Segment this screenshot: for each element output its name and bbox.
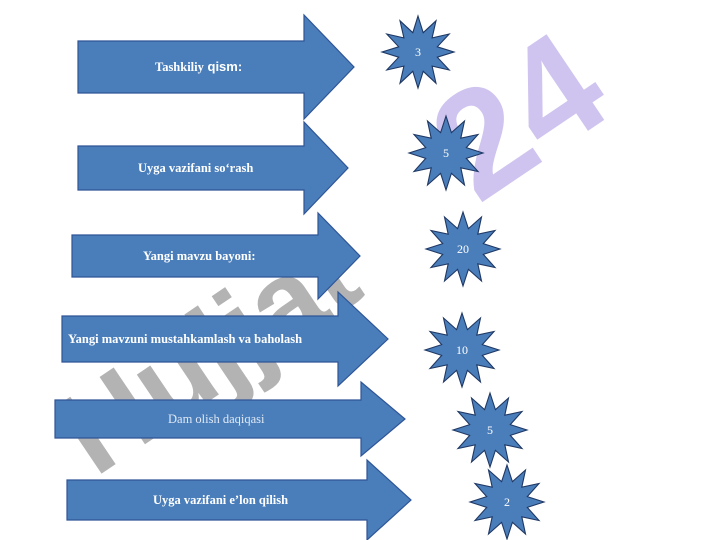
star-icon	[468, 463, 546, 540]
step-label: Uyga vazifani e’lon qilish	[153, 493, 288, 507]
time-badge: 2	[468, 463, 546, 540]
time-stars: 3 5 20 10 5 2	[380, 14, 546, 540]
arrow-shape	[71, 211, 361, 301]
watermark-number: 24	[402, 0, 634, 232]
minutes-label: 5	[443, 146, 449, 160]
step-label: Yangi mavzu bayoni:	[143, 249, 256, 263]
step-arrow: Tashkiliy qism:	[77, 13, 355, 121]
time-badge: 5	[451, 391, 529, 469]
arrow-shape	[54, 380, 406, 458]
arrow-shape	[66, 458, 412, 540]
step-arrow: Yangi mavzuni mustahkamlash va baholash	[61, 290, 389, 388]
minutes-label: 2	[504, 495, 510, 509]
time-badge: 20	[424, 210, 502, 288]
step-label: Tashkiliy qism:	[155, 59, 242, 74]
step-arrow: Uyga vazifani so‘rash	[77, 120, 349, 216]
minutes-label: 20	[457, 242, 469, 256]
time-badge: 10	[423, 311, 501, 389]
step-arrow: Yangi mavzu bayoni:	[71, 211, 361, 301]
step-label: Yangi mavzuni mustahkamlash va baholash	[68, 332, 302, 346]
star-icon	[451, 391, 529, 469]
star-icon	[424, 210, 502, 288]
arrow-shape	[61, 290, 389, 388]
star-icon	[380, 14, 456, 90]
step-label: Uyga vazifani so‘rash	[138, 161, 253, 175]
step-label-suffix: qism:	[204, 59, 242, 74]
arrow-shape	[77, 120, 349, 216]
minutes-label: 5	[487, 423, 493, 437]
arrow-shape	[77, 13, 355, 121]
time-badge: 5	[407, 114, 485, 192]
step-label: Dam olish daqiqasi	[168, 412, 265, 426]
step-arrow: Dam olish daqiqasi	[54, 380, 406, 458]
star-icon	[423, 311, 501, 389]
step-arrow: Uyga vazifani e’lon qilish	[66, 458, 412, 540]
minutes-label: 3	[415, 45, 421, 59]
time-badge: 3	[380, 14, 456, 90]
minutes-label: 10	[456, 343, 468, 357]
star-icon	[407, 114, 485, 192]
step-arrows: Tashkiliy qism: Uyga vazifani so‘rashYang…	[54, 13, 412, 540]
